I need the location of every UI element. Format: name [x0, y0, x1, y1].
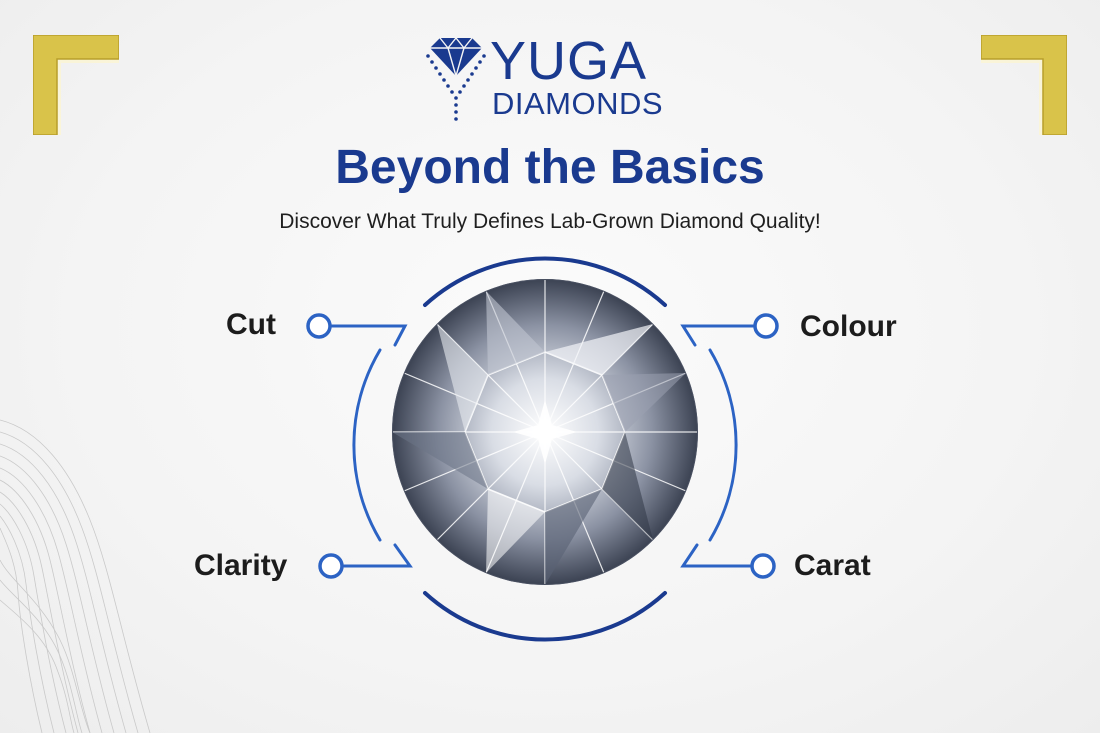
- corner-bracket-right-icon: [981, 35, 1067, 135]
- brand-logo: YUGA DIAMONDS: [424, 30, 684, 125]
- connector-cut: [329, 324, 408, 347]
- page-subtitle: Discover What Truly Defines Lab-Grown Di…: [279, 210, 821, 233]
- node-carat: [750, 553, 776, 579]
- node-clarity: [318, 553, 344, 579]
- quality-label-cut: Cut: [226, 308, 276, 341]
- node-colour: [753, 313, 779, 339]
- contour-pattern-icon: [0, 419, 151, 733]
- quality-label-clarity: Clarity: [194, 549, 288, 582]
- corner-bracket-left-icon: [33, 35, 119, 135]
- node-cut: [306, 313, 332, 339]
- connector-carat: [680, 543, 752, 568]
- brand-subname: DIAMONDS: [492, 86, 664, 121]
- connector-clarity: [342, 543, 413, 568]
- brand-name: YUGA: [490, 31, 648, 91]
- diamond-gem-image: [392, 279, 698, 585]
- page-title: Beyond the Basics: [335, 141, 765, 194]
- diamond-logo-icon: [426, 36, 486, 121]
- connector-colour: [680, 324, 756, 347]
- quality-label-carat: Carat: [794, 549, 871, 582]
- quality-label-colour: Colour: [800, 310, 897, 343]
